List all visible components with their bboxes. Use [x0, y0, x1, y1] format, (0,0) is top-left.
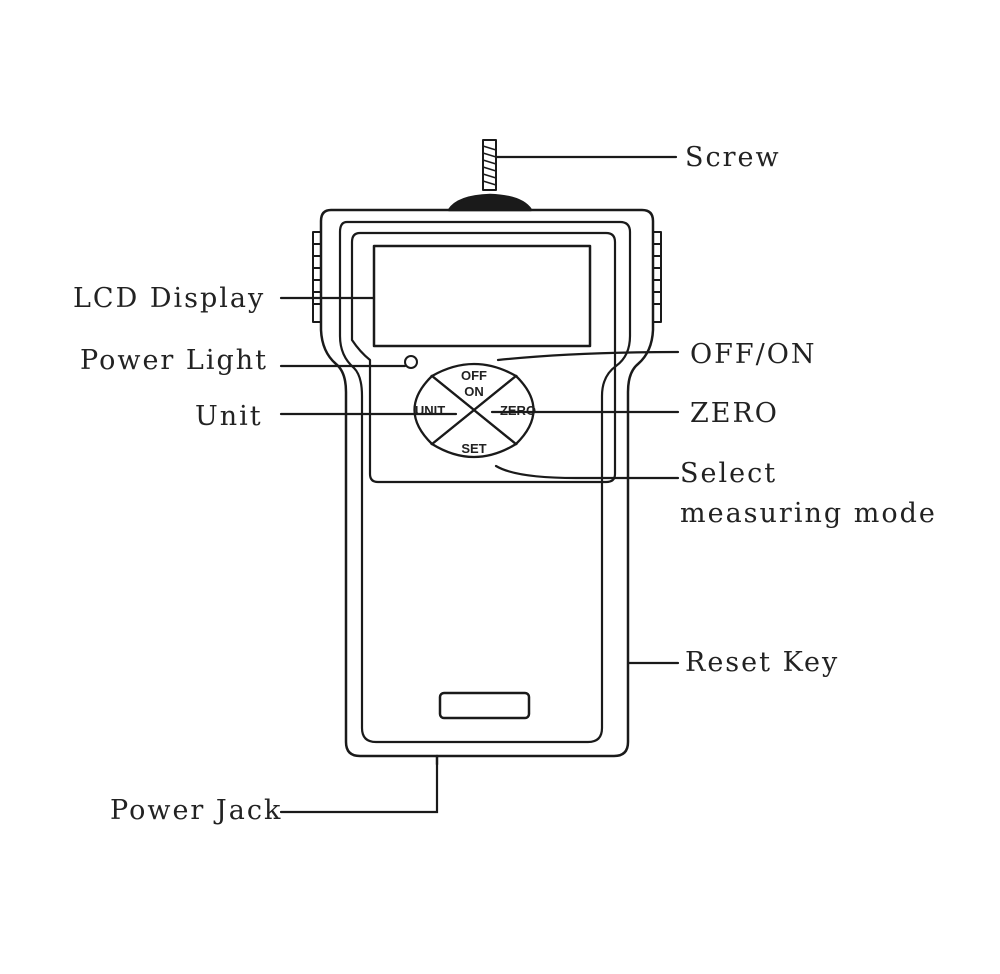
device-inner-outline — [338, 220, 632, 744]
power-light — [404, 355, 418, 369]
unit-button-label: UNIT — [415, 403, 445, 418]
unit-button[interactable] — [413, 374, 476, 446]
off-button-label: OFF — [461, 368, 487, 383]
button-cluster: OFF ON UNIT ZERO SET — [413, 362, 536, 459]
zero-button-label: ZERO — [500, 403, 536, 418]
label-measuring-mode: measuring mode — [680, 498, 937, 529]
front-panel — [350, 231, 617, 484]
set-button-label: SET — [461, 441, 486, 456]
on-button-label: ON — [464, 384, 484, 399]
label-power-light: Power Light — [80, 345, 268, 376]
label-select: Select — [680, 458, 778, 489]
device-body — [319, 208, 655, 758]
zero-button[interactable] — [472, 374, 535, 446]
label-screw: Screw — [685, 142, 781, 173]
label-off-on: OFF/ON — [690, 339, 817, 370]
screw — [447, 139, 533, 212]
select-leader — [494, 464, 680, 480]
label-reset-key: Reset Key — [685, 647, 840, 678]
side-grip-right — [652, 231, 662, 323]
reset-key[interactable] — [438, 691, 531, 720]
off-on-leader — [496, 350, 680, 362]
side-grip-left — [312, 231, 322, 323]
label-lcd-display: LCD Display — [73, 283, 266, 314]
label-power-jack: Power Jack — [110, 795, 283, 826]
label-unit: Unit — [195, 401, 263, 432]
label-zero: ZERO — [690, 398, 779, 429]
power-jack-leader — [279, 762, 439, 814]
lcd-display — [372, 244, 592, 348]
